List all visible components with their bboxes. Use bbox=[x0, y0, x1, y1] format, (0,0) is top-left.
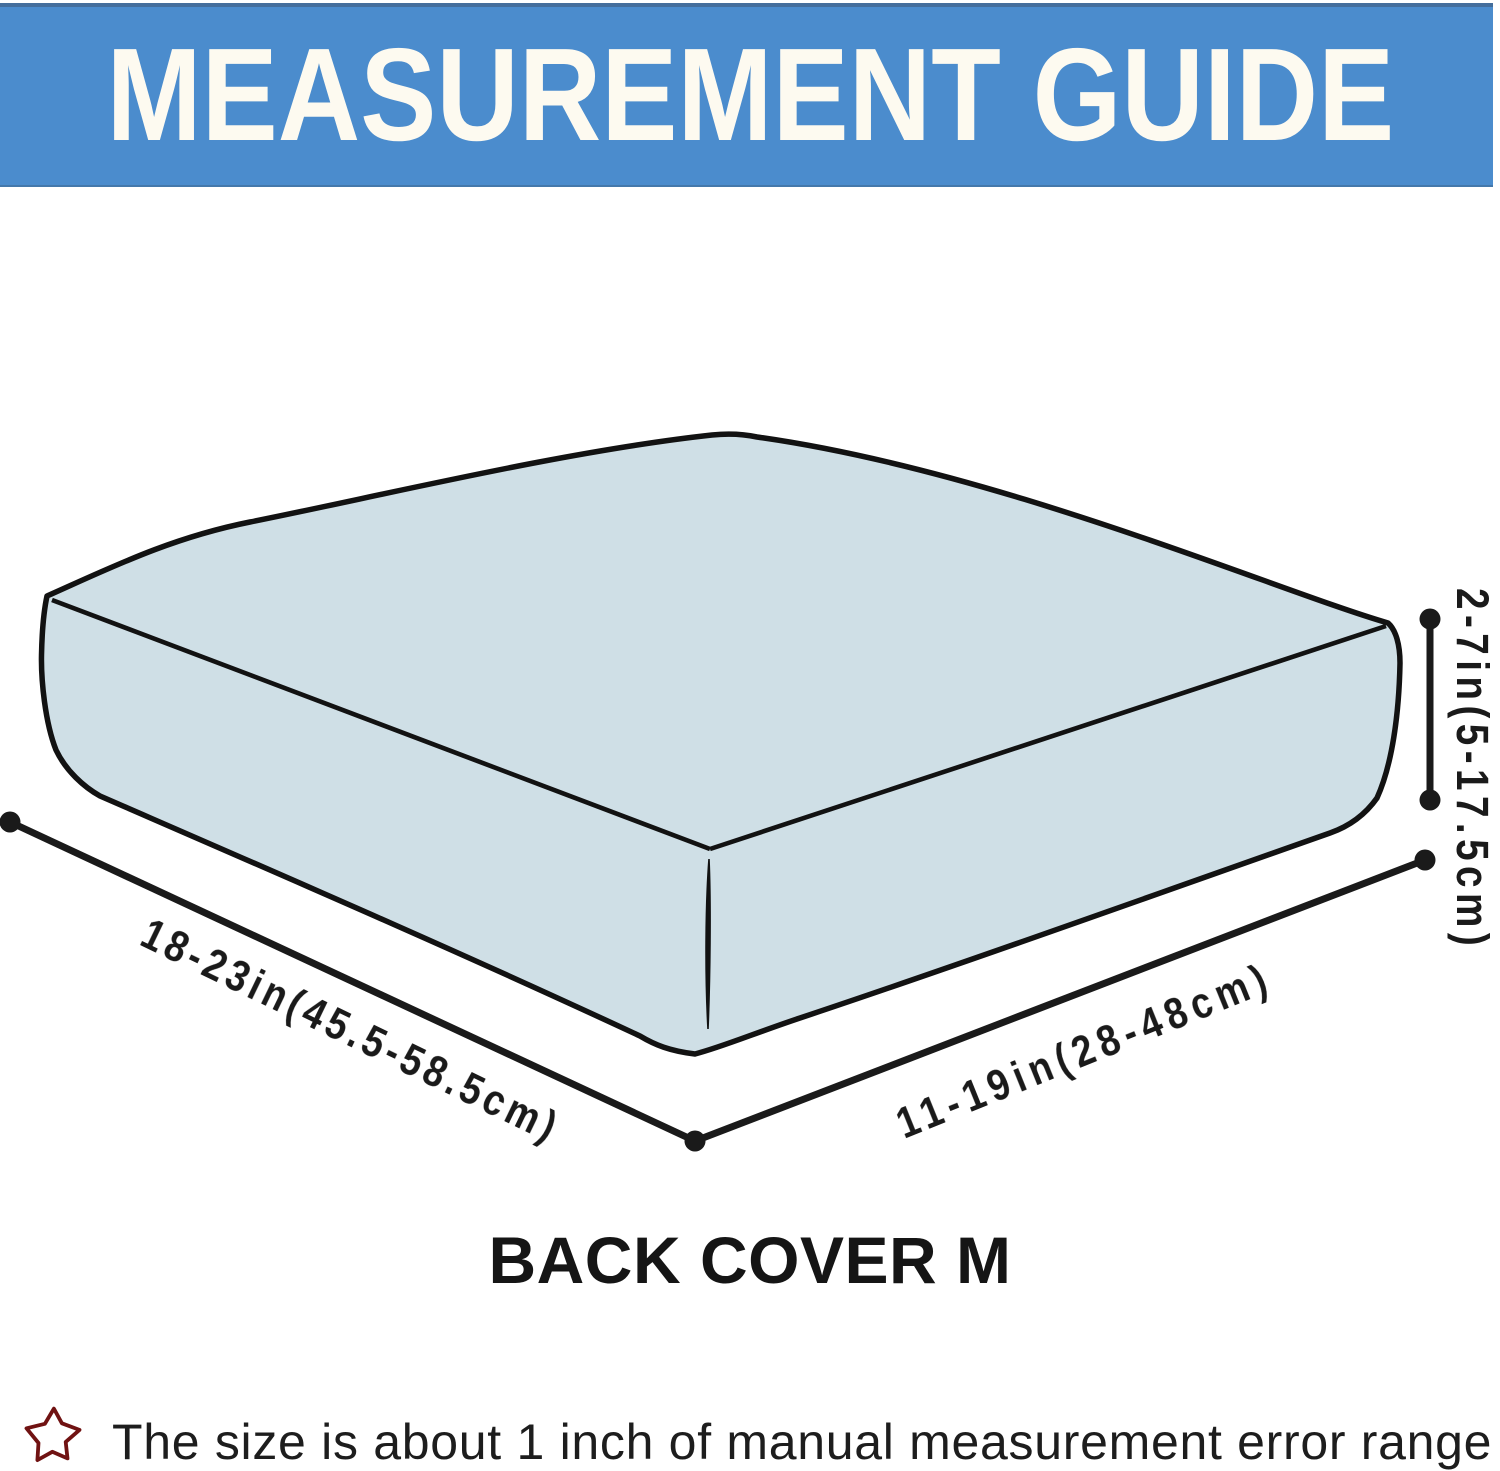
svg-text:2-7in(5-17.5cm): 2-7in(5-17.5cm) bbox=[1447, 588, 1498, 951]
svg-text:11-19in(28-48cm): 11-19in(28-48cm) bbox=[889, 952, 1279, 1148]
